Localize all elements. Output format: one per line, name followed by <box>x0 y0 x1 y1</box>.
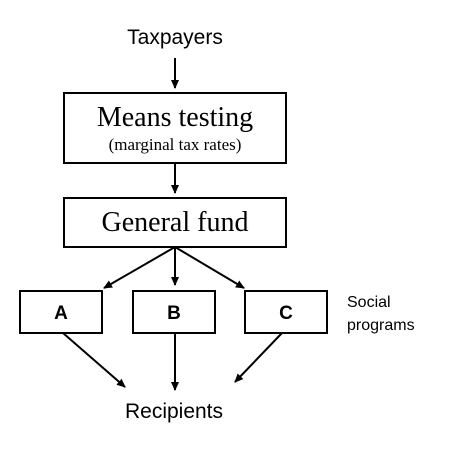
general-fund-label: General fund <box>102 207 249 238</box>
general-fund-box <box>63 197 287 248</box>
program-a-box <box>19 290 103 334</box>
means-testing-title: Means testing <box>97 102 253 133</box>
recipients-label: Recipients <box>125 400 223 423</box>
taxpayers-label: Taxpayers <box>127 26 223 49</box>
edge-a-recipients <box>62 332 126 388</box>
program-a-label: A <box>54 303 68 324</box>
social-programs-label-line2: programs <box>347 317 415 334</box>
edge-c-recipients <box>234 332 283 383</box>
means-testing-subtitle: (marginal tax rates) <box>109 135 242 154</box>
program-c-box <box>244 290 328 334</box>
edge-fund-a <box>103 246 176 289</box>
social-programs-label-line1: Social <box>347 294 391 311</box>
program-b-label: B <box>167 303 181 324</box>
program-c-label: C <box>279 303 293 324</box>
edge-fund-c <box>174 246 245 289</box>
